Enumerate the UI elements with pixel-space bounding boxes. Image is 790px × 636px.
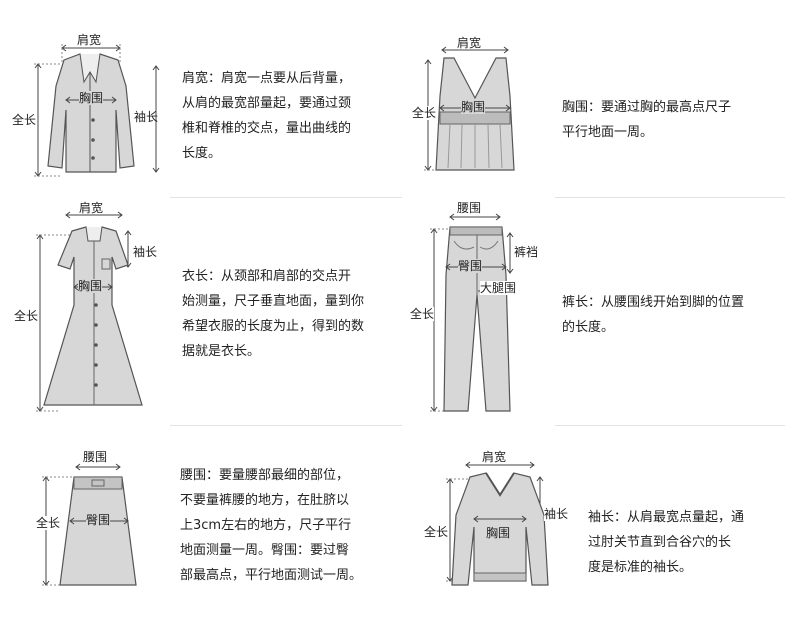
waist-hip-description: 腰围：要量腰部最细的部位， 不要量裤腰的地方，在肚脐以 上3cm左右的地方，尺子… xyxy=(180,468,363,583)
shoulder-label: 肩宽 xyxy=(77,33,102,47)
shoulder-label: 肩宽 xyxy=(79,201,104,215)
sleeve-label: 袖长 xyxy=(133,245,158,259)
chest-description: 胸围：要通过胸的最高点尺子 平行地面一周。 xyxy=(562,100,732,140)
jacket-illustration xyxy=(34,44,160,177)
pants-illustration xyxy=(430,213,514,412)
full-length-label: 全长 xyxy=(410,307,435,321)
tank-top-illustration xyxy=(424,46,515,171)
dress-illustration xyxy=(36,211,143,412)
full-length-label: 全长 xyxy=(36,516,61,530)
waist-label: 腰围 xyxy=(457,201,482,215)
chest-label: 胸围 xyxy=(79,91,104,105)
waist-label: 腰围 xyxy=(83,450,108,464)
shoulder-label: 肩宽 xyxy=(482,450,507,464)
crotch-label: 裤裆 xyxy=(514,245,539,259)
row-divider xyxy=(170,197,402,198)
shoulder-description: 肩宽：肩宽一点要从后背量， 从肩的最宽部量起，要通过颈 椎和脊椎的交点，量出曲线… xyxy=(182,71,352,161)
skirt-illustration xyxy=(42,463,137,586)
thigh-label: 大腿围 xyxy=(480,281,517,295)
full-length-label: 全长 xyxy=(424,525,449,539)
shoulder-label: 肩宽 xyxy=(457,36,482,50)
tank-top-figure: 肩宽 全长 胸围 xyxy=(410,0,550,190)
dress-figure: 肩宽 袖长 全长 胸围 xyxy=(0,195,170,420)
sleeve-label: 袖长 xyxy=(134,110,159,124)
chest-label: 胸围 xyxy=(78,279,103,293)
full-length-label: 全长 xyxy=(14,309,39,323)
jacket-figure: 肩宽 全长 袖长 胸围 xyxy=(0,0,170,190)
pants-figure: 腰围 裤裆 臀围 大腿围 全长 xyxy=(410,195,555,420)
full-length-label: 全长 xyxy=(12,113,37,127)
sleeve-description: 袖长：从肩最宽点量起，通 过肘关节直到合谷穴的长 度是标准的袖长。 xyxy=(588,510,745,575)
pants-length-description: 裤长：从腰围线开始到脚的位置 的长度。 xyxy=(562,295,745,335)
row-divider xyxy=(170,425,402,426)
dress-length-description: 衣长：从颈部和肩部的交点开 始测量，尺子垂直地面，量到你 希望衣服的长度为止，得… xyxy=(182,269,365,359)
sleeve-label: 袖长 xyxy=(544,507,569,521)
row-divider xyxy=(555,197,785,198)
sweater-figure: 肩宽 全长 袖长 胸围 xyxy=(410,435,580,595)
chest-label: 胸围 xyxy=(461,100,486,114)
row-divider xyxy=(555,425,785,426)
chest-label: 胸围 xyxy=(486,526,511,540)
full-length-label: 全长 xyxy=(412,106,437,120)
hip-label: 臀围 xyxy=(458,259,483,273)
hip-label: 臀围 xyxy=(86,513,111,527)
skirt-figure: 腰围 全长 臀围 xyxy=(0,435,170,595)
